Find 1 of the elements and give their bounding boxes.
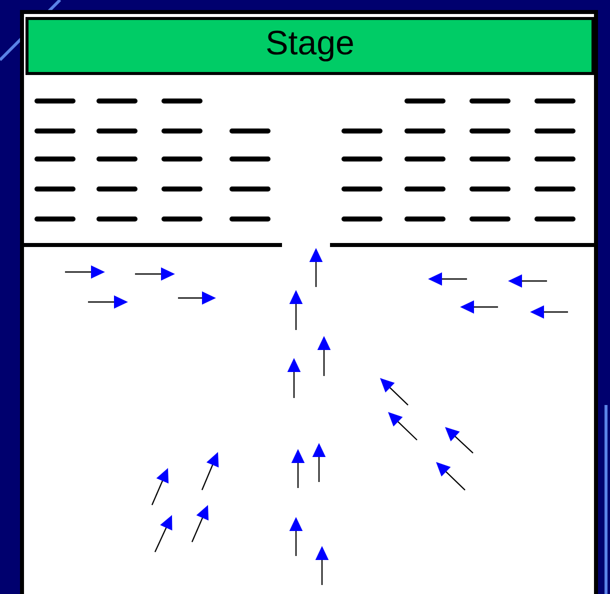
stage-box: Stage	[26, 17, 594, 75]
